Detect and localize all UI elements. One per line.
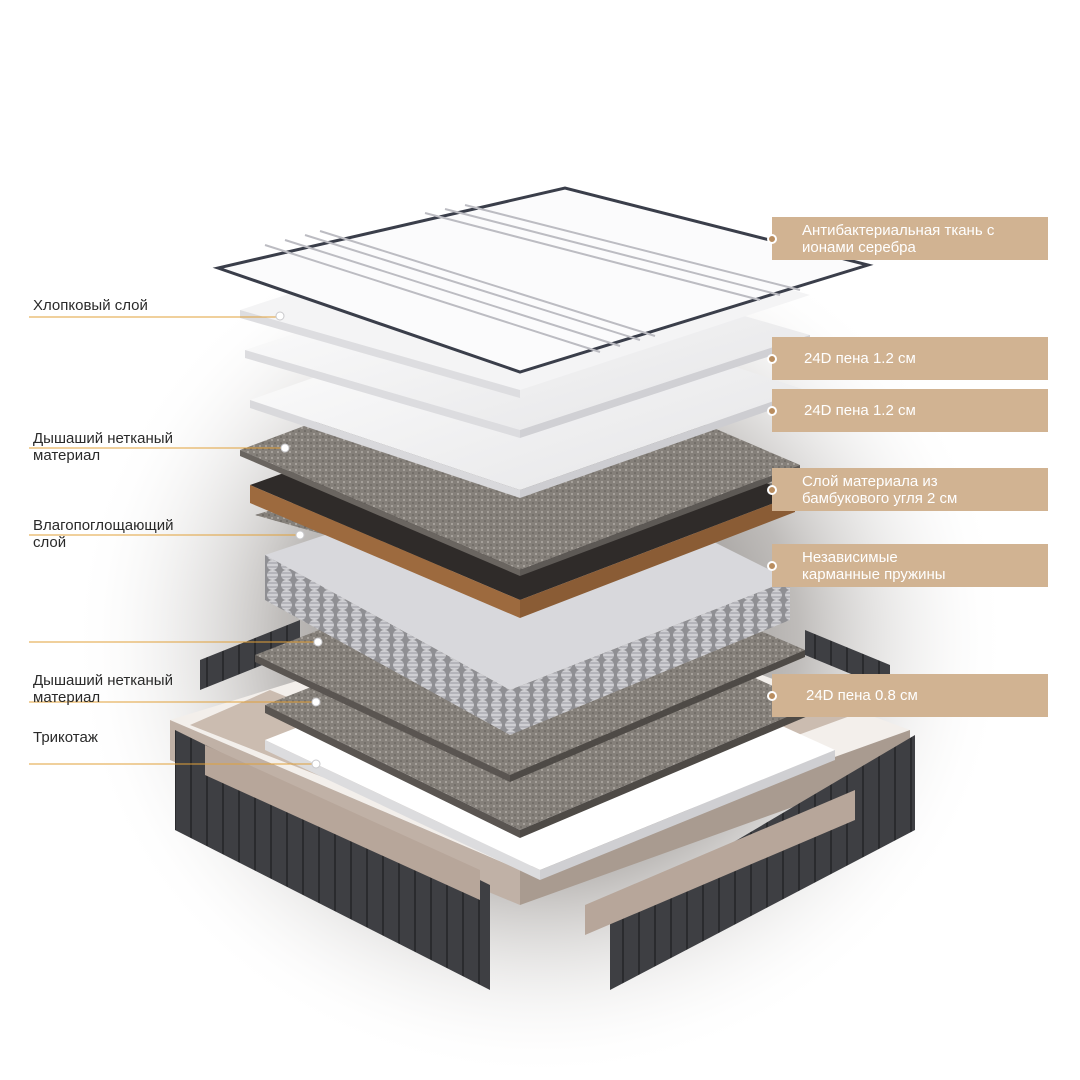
tag-antibacterial-fabric: Антибактериальная ткань с ионами серебра bbox=[767, 217, 1048, 260]
tag-foam-1: 24D пена 1.2 см bbox=[767, 337, 1048, 380]
label-nonwoven-upper-text: Дышаший нетканый материал bbox=[33, 430, 173, 464]
tag-dot-icon bbox=[767, 353, 777, 364]
leader-dots bbox=[275, 311, 323, 769]
tag-bamboo-text: Слой материала из бамбукового угля 2 см bbox=[802, 472, 958, 507]
label-nonwoven-lower: Дышаший нетканый материал bbox=[33, 655, 173, 706]
label-cotton-text: Хлопковый слой bbox=[33, 297, 148, 314]
tag-foam-3: 24D пена 0.8 см bbox=[767, 674, 1048, 717]
leader-lines bbox=[29, 316, 318, 765]
layer-top-fabric bbox=[212, 186, 874, 374]
tag-foam-2-text: 24D пена 1.2 см bbox=[804, 402, 916, 419]
label-absorbent-layer: Влагопоглощающий слой bbox=[33, 500, 174, 551]
label-absorbent-text: Влагопоглощающий слой bbox=[33, 517, 174, 551]
tag-bamboo-charcoal: Слой материала из бамбукового угля 2 см bbox=[767, 468, 1048, 511]
label-knit-text: Трикотаж bbox=[33, 729, 98, 746]
label-nonwoven-upper: Дышаший нетканый материал bbox=[33, 413, 173, 464]
tag-springs-text: Независимые карманные пружины bbox=[802, 548, 946, 583]
tag-antibacterial-text: Антибактериальная ткань с ионами серебра bbox=[802, 221, 995, 256]
label-cotton-layer: Хлопковый слой bbox=[33, 297, 148, 314]
tag-foam-3-text: 24D пена 0.8 см bbox=[806, 687, 918, 704]
label-nonwoven-lower-text: Дышаший нетканый материал bbox=[33, 672, 173, 706]
tag-foam-2: 24D пена 1.2 см bbox=[767, 389, 1048, 432]
tag-pocket-springs: Независимые карманные пружины bbox=[767, 544, 1048, 587]
tag-dot-icon bbox=[767, 233, 777, 244]
tag-dot-icon bbox=[767, 484, 777, 495]
label-knit: Трикотаж bbox=[33, 729, 98, 746]
tag-dot-icon bbox=[767, 405, 777, 416]
tag-dot-icon bbox=[767, 560, 777, 571]
tag-foam-1-text: 24D пена 1.2 см bbox=[804, 350, 916, 367]
tag-dot-icon bbox=[767, 690, 777, 701]
